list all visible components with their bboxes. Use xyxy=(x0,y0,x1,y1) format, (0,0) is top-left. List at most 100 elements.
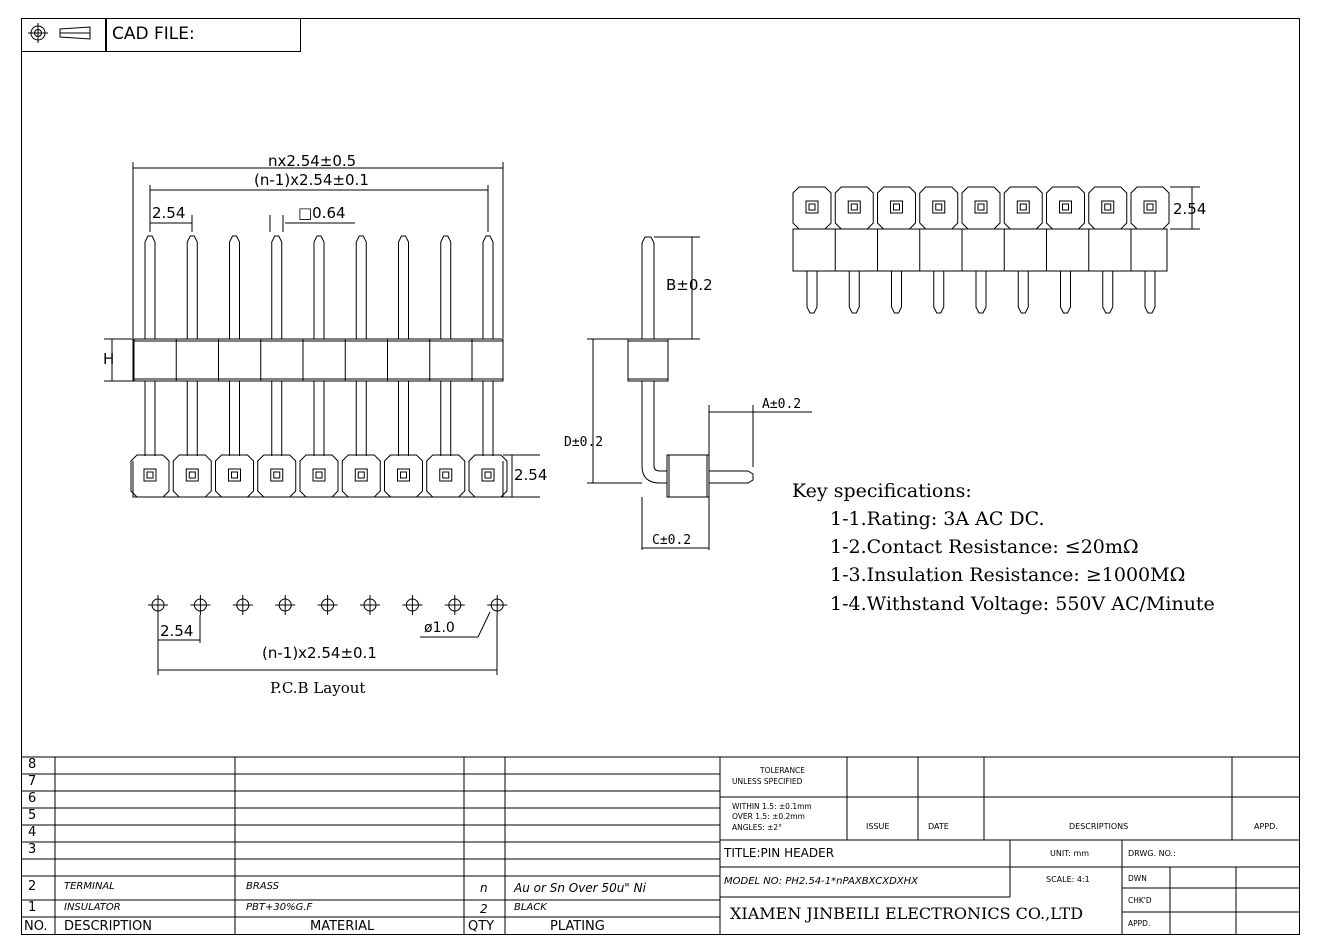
bom-no: 5 xyxy=(28,808,37,823)
pcb-hole xyxy=(360,595,380,615)
top-view-cell xyxy=(1130,186,1170,314)
pcb-hole xyxy=(148,595,168,615)
top-view-cell xyxy=(919,186,959,314)
top-view-cell xyxy=(1088,186,1128,314)
date-label: DATE xyxy=(928,822,949,831)
top-view-housing xyxy=(792,228,1168,272)
drawing-frame xyxy=(21,18,1300,935)
bom-description: TERMINAL xyxy=(64,881,115,892)
front-view-bottom-row xyxy=(130,454,508,498)
dwn-label: DWN xyxy=(1128,874,1147,883)
spec-item-3: 1-3.Insulation Resistance: ≥1000MΩ xyxy=(830,564,1186,586)
front-dimension-lines xyxy=(104,162,540,498)
top-view-dims xyxy=(1170,186,1200,230)
pcb-hole xyxy=(317,595,338,615)
front-pin xyxy=(229,235,240,339)
bom-plating: Au or Sn Over 50u" Ni xyxy=(514,881,646,895)
front-pin xyxy=(355,235,367,339)
top-view-cell xyxy=(961,186,1001,314)
bom-header-no: NO. xyxy=(24,919,48,934)
top-view xyxy=(792,186,1170,314)
pcb-hole xyxy=(487,595,508,615)
row-pitch-dim: 2.54 xyxy=(514,466,548,484)
front-pin xyxy=(440,235,452,339)
front-view-pins xyxy=(133,235,494,456)
front-pin xyxy=(271,235,283,339)
drawing-number-label: DRWG. NO.: xyxy=(1128,849,1176,858)
bom-qty: 2 xyxy=(480,902,488,916)
front-bottom-cell xyxy=(384,454,423,498)
pcb-hole xyxy=(444,595,465,615)
tolerance-angles: ANGLES: ±2° xyxy=(732,823,782,832)
pin-square-dim: □0.64 xyxy=(298,204,346,222)
d-dim: D±0.2 xyxy=(564,435,604,450)
front-bottom-cell xyxy=(299,454,339,498)
top-view-cell xyxy=(1003,186,1043,314)
unit-label: UNIT: mm xyxy=(1050,849,1090,858)
top-view-cell xyxy=(877,186,916,314)
chkd-label: CHK'D xyxy=(1128,896,1152,905)
spec-item-2: 1-2.Contact Resistance: ≤20mΩ xyxy=(830,536,1139,558)
tolerance-over: OVER 1.5: ±0.2mm xyxy=(732,812,805,821)
specs-title: Key specifications: xyxy=(792,480,972,502)
tolerance-line-2: UNLESS SPECIFIED xyxy=(732,777,803,786)
b-dim: B±0.2 xyxy=(666,276,713,294)
top-view-cell xyxy=(1046,186,1085,314)
bom-header-desc: DESCRIPTION xyxy=(64,919,152,934)
pitch-span-dim: (n-1)x2.54±0.1 xyxy=(254,171,369,189)
side-view xyxy=(587,236,812,550)
bom-no: 3 xyxy=(28,842,37,857)
pcb-hole xyxy=(232,595,253,615)
front-pin xyxy=(144,235,156,339)
a-dim: A±0.2 xyxy=(762,397,802,412)
bom-no: 8 xyxy=(28,757,37,772)
appd-header-label: APPD. xyxy=(1254,822,1278,831)
bom-material: BRASS xyxy=(246,881,279,892)
front-bottom-cell xyxy=(426,454,466,498)
bom-header-plating: PLATING xyxy=(550,919,605,934)
front-pin xyxy=(313,235,325,339)
pcb-hole-dim: ø1.0 xyxy=(424,620,455,636)
bom-no: 7 xyxy=(28,774,37,789)
bom-material: PBT+30%G.F xyxy=(246,902,313,913)
bom-header-qty: QTY xyxy=(468,919,495,934)
pcb-caption: P.C.B Layout xyxy=(270,679,366,697)
issue-label: ISSUE xyxy=(866,822,890,831)
pcb-span-dim: (n-1)x2.54±0.1 xyxy=(262,644,377,662)
bom-no: 6 xyxy=(28,791,37,806)
descriptions-label: DESCRIPTIONS xyxy=(1069,822,1129,831)
front-bottom-cell xyxy=(468,454,508,498)
c-dim: C±0.2 xyxy=(652,533,692,548)
drawing-title: TITLE:PIN HEADER xyxy=(724,846,835,860)
cad-file-label: CAD FILE: xyxy=(112,24,195,44)
company-name: XIAMEN JINBEILI ELECTRONICS CO.,LTD xyxy=(730,904,1084,923)
front-bottom-cell xyxy=(341,454,381,498)
front-pin xyxy=(186,235,198,339)
tolerance-within: WITHIN 1.5: ±0.1mm xyxy=(732,802,812,811)
pcb-hole xyxy=(275,595,296,615)
front-bottom-cell xyxy=(257,454,297,498)
top-view-cell xyxy=(792,186,832,314)
spec-item-4: 1-4.Withstand Voltage: 550V AC/Minute xyxy=(830,593,1215,615)
front-pin xyxy=(482,235,494,339)
tolerance-line-1: TOLERANCE xyxy=(760,766,806,775)
front-view-housing xyxy=(132,338,504,382)
cad-box-divider xyxy=(105,18,107,52)
bom-plating: BLACK xyxy=(514,902,547,913)
front-bottom-cell xyxy=(172,454,212,498)
model-number: MODEL NO: PH2.54-1*nPAXBXCXDXHX xyxy=(724,876,918,887)
pcb-hole xyxy=(190,595,211,615)
first-angle-projection-icon xyxy=(28,23,91,43)
bom-qty: n xyxy=(480,881,488,895)
top-view-cell xyxy=(834,186,874,314)
cad-file-box xyxy=(21,18,301,52)
appd-label: APPD. xyxy=(1128,919,1151,928)
bom-header-material: MATERIAL xyxy=(310,919,375,934)
bom-no: 1 xyxy=(28,900,37,915)
height-h-dim: H xyxy=(103,350,115,368)
spec-item-1: 1-1.Rating: 3A AC DC. xyxy=(830,508,1045,530)
bom-no: 4 xyxy=(28,825,37,840)
bom-grid xyxy=(21,756,1300,935)
pcb-pitch-dim: 2.54 xyxy=(160,622,194,640)
